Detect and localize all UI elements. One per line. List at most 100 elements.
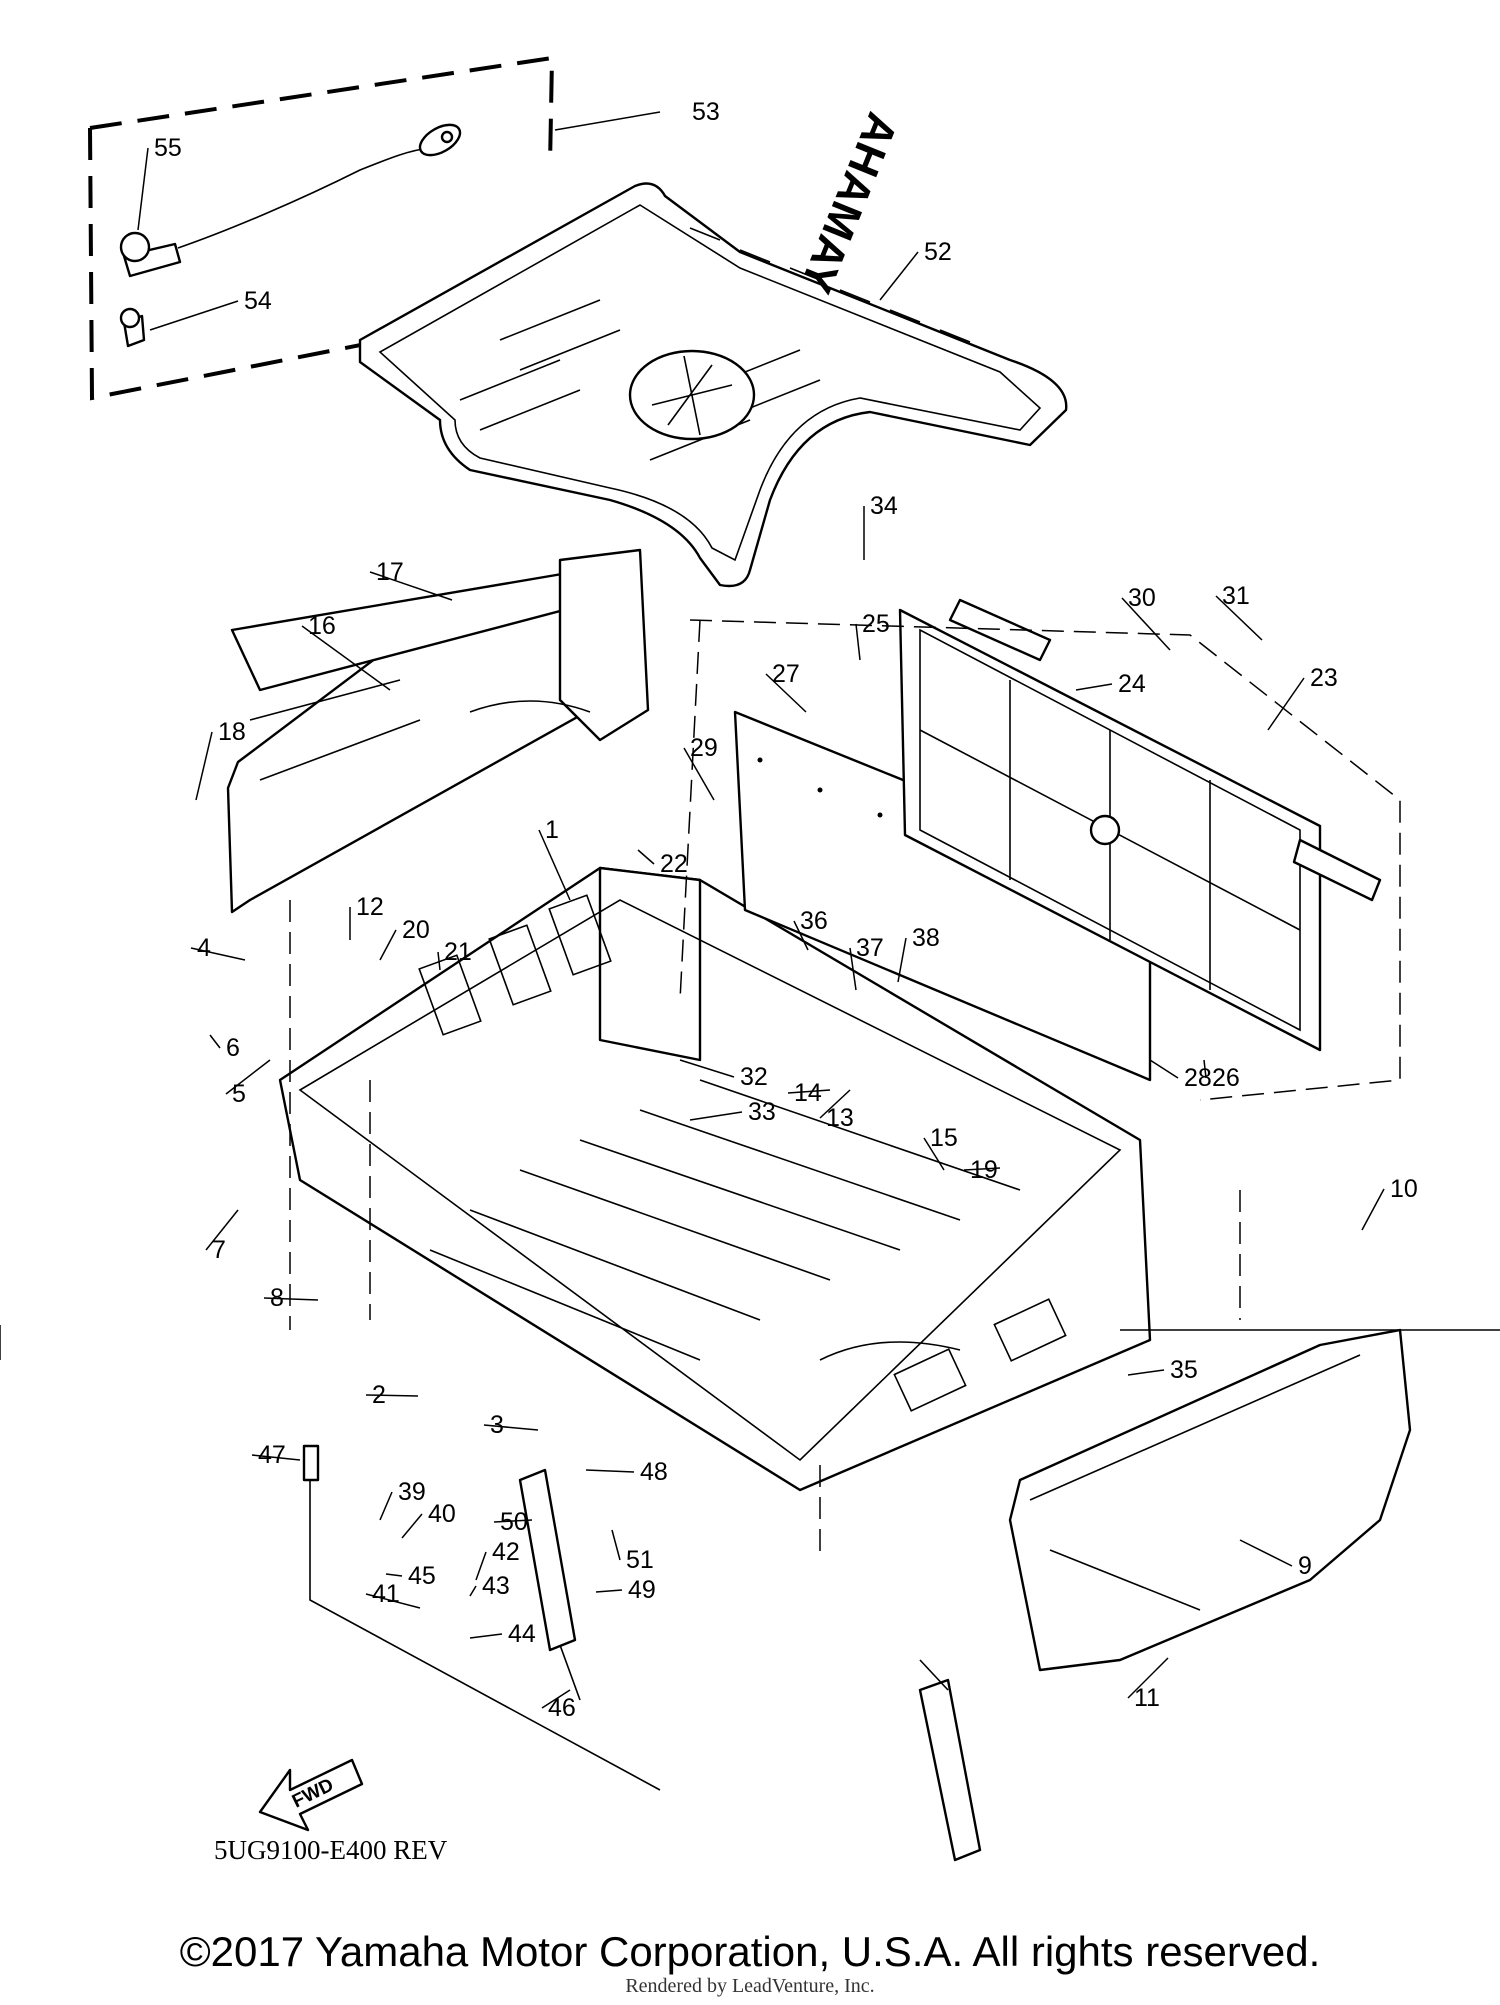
- callout-16: 16: [308, 612, 336, 640]
- leader-line-33: [689, 1111, 743, 1121]
- leader-line-44: [469, 1633, 503, 1639]
- side-rail-16: [226, 548, 650, 914]
- callout-9: 9: [1298, 1552, 1312, 1580]
- callout-20: 20: [402, 916, 430, 944]
- callout-4: 4: [197, 934, 211, 962]
- leader-line-41: [365, 1593, 421, 1609]
- copyright-notice: ©2017 Yamaha Motor Corporation, U.S.A. A…: [179, 1928, 1321, 1975]
- leader-line-14: [787, 1089, 831, 1094]
- callout-17: 17: [376, 558, 404, 586]
- callout-37: 37: [856, 934, 884, 962]
- document-code: 5UG9100-E400 REV: [214, 1835, 448, 1865]
- leader-line-5: [225, 1059, 271, 1095]
- leader-line-20: [379, 929, 397, 961]
- leader-line-37: [849, 947, 857, 991]
- callout-18: 18: [218, 718, 246, 746]
- callout-21: 21: [444, 938, 472, 966]
- leader-line-17: [369, 571, 453, 601]
- callout-50: 50: [500, 1508, 528, 1536]
- callout-24: 24: [1118, 670, 1146, 698]
- callout-55: 55: [154, 134, 182, 162]
- leader-line-2: [365, 1394, 419, 1397]
- leader-line-36: [793, 920, 809, 951]
- callout-6: 6: [226, 1034, 240, 1062]
- leader-line-42: [475, 1551, 487, 1581]
- leader-line-40: [401, 1513, 423, 1539]
- leader-line-49: [595, 1589, 623, 1593]
- leader-line-38: [897, 937, 907, 983]
- leader-line-29: [683, 747, 715, 801]
- callout-47: 47: [258, 1441, 286, 1469]
- callout-51: 51: [626, 1546, 654, 1574]
- callout-42: 42: [492, 1538, 520, 1566]
- leader-line-48: [585, 1469, 635, 1473]
- leader-line-22: [637, 849, 655, 865]
- leader-line-15: [923, 1137, 945, 1171]
- leader-line-54: [149, 300, 239, 331]
- leader-line-24: [1075, 683, 1113, 691]
- callout-12: 12: [356, 893, 384, 921]
- leader-line-11: [1127, 1657, 1169, 1699]
- leader-line-51: [611, 1529, 621, 1561]
- rendered-by: Rendered by LeadVenture, Inc.: [625, 1975, 875, 1997]
- leader-line-52: [879, 251, 919, 301]
- callout-52: 52: [924, 238, 952, 266]
- cargo-bed-1: [278, 866, 1152, 1492]
- callout-labels: 1234567891011121314151617181920212223242…: [154, 98, 1418, 1722]
- callout-23: 23: [1310, 664, 1338, 692]
- leader-line-3: [483, 1424, 539, 1431]
- callout-8: 8: [270, 1284, 284, 1312]
- alignment-lines: [0, 619, 1500, 1560]
- callout-33: 33: [748, 1098, 776, 1126]
- cable-32: [119, 123, 462, 348]
- callout-35: 35: [1170, 1356, 1198, 1384]
- callout-leaders: [137, 147, 1385, 1709]
- leader-line-8: [263, 1297, 319, 1301]
- leader-line-1: [538, 829, 571, 901]
- leader-line-39: [379, 1491, 393, 1521]
- callout-10: 10: [1390, 1175, 1418, 1203]
- leader-line-35: [1127, 1369, 1165, 1376]
- callout-13: 13: [826, 1104, 854, 1132]
- rod-46: [302, 1444, 661, 1791]
- callout-34: 34: [870, 492, 898, 520]
- leader-line-32: [679, 1059, 735, 1078]
- callout-27: 27: [772, 660, 800, 688]
- callout-44: 44: [508, 1620, 536, 1648]
- callout-15: 15: [930, 1124, 958, 1152]
- callout-25: 25: [862, 610, 890, 638]
- callout-2: 2: [372, 1381, 386, 1409]
- callout-19: 19: [970, 1156, 998, 1184]
- callout-39: 39: [398, 1478, 426, 1506]
- callout-46: 46: [548, 1694, 576, 1722]
- callout-49: 49: [628, 1576, 656, 1604]
- gas-strut-50: [518, 1468, 982, 1862]
- leader-line-4: [190, 947, 246, 961]
- callout-54: 54: [244, 287, 272, 315]
- fwd-arrow: FWD: [258, 1758, 364, 1832]
- leader-line-21: [437, 951, 441, 971]
- callout-11: 11: [1134, 1684, 1160, 1712]
- callout-53: 53: [692, 98, 720, 126]
- callout-30: 30: [1128, 584, 1156, 612]
- leader-line-25: [855, 623, 861, 661]
- callout-7: 7: [212, 1236, 226, 1264]
- callout-26: 26: [1212, 1064, 1240, 1092]
- bed-mat-52: YAMAHA: [358, 106, 1068, 588]
- callout-36: 36: [800, 907, 828, 935]
- leader-line-7: [205, 1209, 239, 1251]
- callout-31: 31: [1222, 582, 1250, 610]
- leader-line-18: [195, 731, 213, 801]
- callout-14: 14: [794, 1079, 822, 1107]
- leader-line-19: [963, 1167, 1001, 1171]
- leader-line-45: [385, 1573, 403, 1577]
- leader-line-6: [209, 1034, 221, 1049]
- leader-line-50: [493, 1519, 533, 1523]
- leader-line-46: [541, 1689, 571, 1709]
- leader-line-27: [765, 673, 807, 713]
- leader-line-31: [1215, 595, 1263, 641]
- leader-line-16: [301, 625, 391, 691]
- callout-22: 22: [660, 850, 688, 878]
- callout-5: 5: [232, 1080, 246, 1108]
